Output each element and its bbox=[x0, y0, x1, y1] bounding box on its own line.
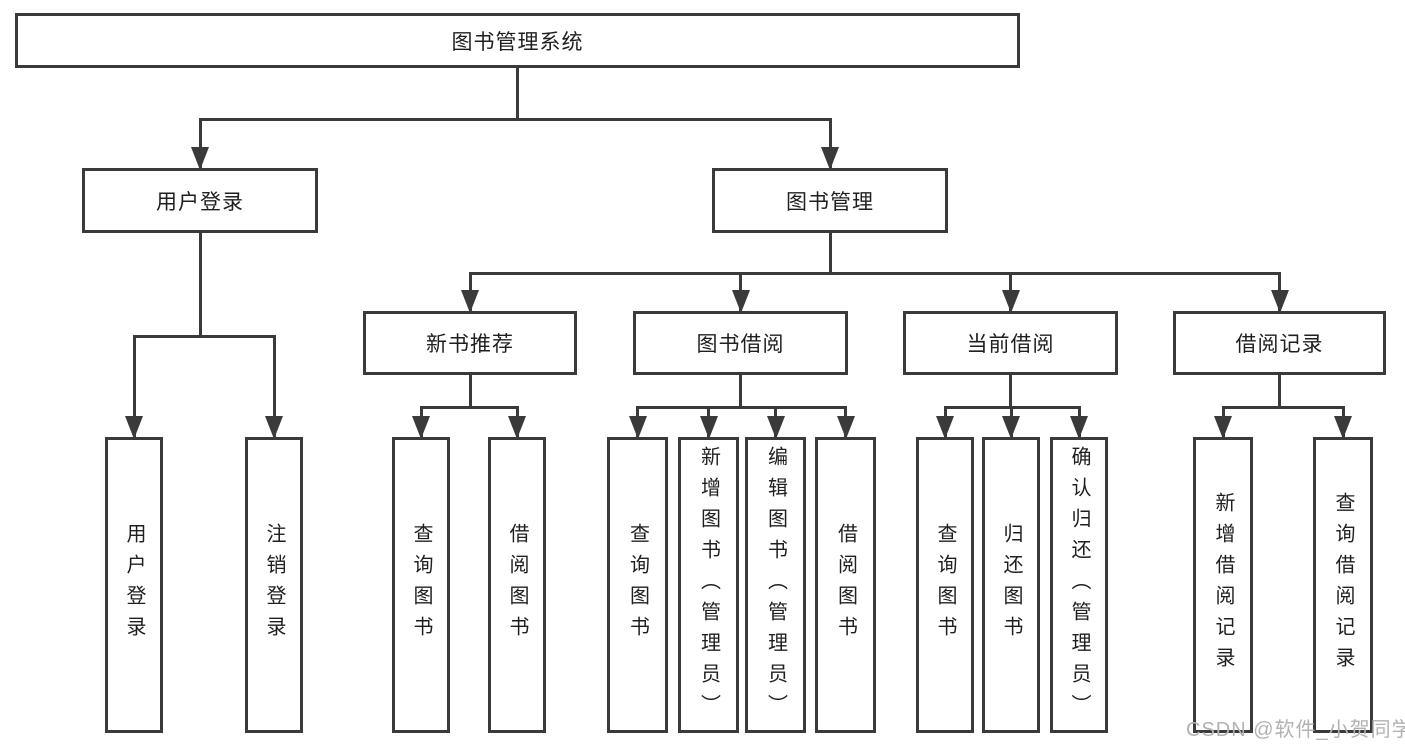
current-borrowing-arrow-down-icon bbox=[1001, 290, 1020, 313]
node-label-bb-edit-books-admin: 编辑图书（管理员） bbox=[764, 445, 787, 725]
edge-drop-book-management bbox=[828, 118, 832, 168]
node-library-system: 图书管理系统 bbox=[15, 13, 1020, 68]
cb-query-books-arrow-down-icon bbox=[936, 416, 954, 439]
node-label-user-login: 用户登录 bbox=[156, 190, 244, 214]
node-br-add-record: 新增借阅记录 bbox=[1193, 437, 1253, 733]
node-borrowing-records: 借阅记录 bbox=[1173, 311, 1386, 375]
node-cb-confirm-return-admin: 确认归还（管理员） bbox=[1050, 437, 1108, 733]
edge-stem-borrowing-records bbox=[1278, 373, 1281, 409]
node-label-current-borrowing: 当前借阅 bbox=[966, 333, 1055, 356]
node-label-br-add-record: 新增借阅记录 bbox=[1212, 492, 1234, 678]
node-label-logout-login: 注销登录 bbox=[263, 523, 285, 647]
cb-confirm-return-admin-arrow-down-icon bbox=[1070, 416, 1088, 439]
logout-login-arrow-down-icon bbox=[265, 416, 283, 439]
book-borrowing-arrow-down-icon bbox=[731, 290, 750, 313]
edge-bus-user-login bbox=[132, 335, 276, 338]
br-query-record-arrow-down-icon bbox=[1334, 416, 1352, 439]
bb-query-books-arrow-down-icon bbox=[628, 416, 647, 439]
edge-stem-book-borrowing bbox=[739, 373, 742, 409]
node-label-borrowing-records: 借阅记录 bbox=[1235, 333, 1324, 356]
nbr-query-books-arrow-down-icon bbox=[412, 416, 430, 439]
node-book-borrowing: 图书借阅 bbox=[633, 311, 848, 375]
node-book-management: 图书管理 bbox=[712, 168, 948, 233]
edge-drop-logout-login bbox=[272, 335, 276, 437]
node-cb-query-books: 查询图书 bbox=[916, 437, 974, 733]
new-book-recommend-arrow-down-icon bbox=[461, 290, 479, 313]
edge-drop-do-user-login bbox=[132, 335, 136, 437]
edge-bus-borrowing-records bbox=[1221, 406, 1345, 409]
node-label-nbr-borrow-books: 借阅图书 bbox=[506, 523, 528, 647]
node-label-book-borrowing: 图书借阅 bbox=[696, 333, 785, 356]
node-br-query-record: 查询借阅记录 bbox=[1313, 437, 1373, 733]
edge-drop-user-login bbox=[198, 118, 202, 168]
node-bb-borrow-books: 借阅图书 bbox=[815, 437, 876, 733]
do-user-login-arrow-down-icon bbox=[125, 416, 143, 439]
edge-stem-library-system bbox=[516, 66, 519, 121]
node-cb-return-books: 归还图书 bbox=[982, 437, 1040, 733]
node-logout-login: 注销登录 bbox=[245, 437, 303, 733]
bb-borrow-books-arrow-down-icon bbox=[836, 416, 855, 439]
node-bb-edit-books-admin: 编辑图书（管理员） bbox=[745, 437, 806, 733]
node-label-cb-query-books: 查询图书 bbox=[934, 523, 956, 647]
node-label-bb-borrow-books: 借阅图书 bbox=[834, 523, 857, 647]
node-label-bb-add-books-admin: 新增图书（管理员） bbox=[697, 445, 720, 725]
node-bb-add-books-admin: 新增图书（管理员） bbox=[678, 437, 739, 733]
node-label-cb-return-books: 归还图书 bbox=[1000, 523, 1022, 647]
edge-stem-new-book-recommend bbox=[468, 373, 472, 409]
cb-return-books-arrow-down-icon bbox=[1002, 416, 1020, 439]
node-label-library-system: 图书管理系统 bbox=[451, 30, 584, 54]
node-nbr-borrow-books: 借阅图书 bbox=[488, 437, 546, 733]
edge-stem-current-borrowing bbox=[1009, 373, 1012, 409]
node-label-bb-query-books: 查询图书 bbox=[626, 523, 649, 647]
node-label-nbr-query-books: 查询图书 bbox=[410, 523, 432, 647]
bb-edit-books-admin-arrow-down-icon bbox=[766, 416, 785, 439]
node-bb-query-books: 查询图书 bbox=[607, 437, 668, 733]
node-label-book-management: 图书管理 bbox=[786, 190, 874, 214]
user-login-arrow-down-icon bbox=[191, 147, 209, 170]
node-label-new-book-recommend: 新书推荐 bbox=[426, 333, 514, 356]
edge-bus-library-system bbox=[198, 118, 832, 121]
node-nbr-query-books: 查询图书 bbox=[392, 437, 450, 733]
node-current-borrowing: 当前借阅 bbox=[903, 311, 1118, 375]
edge-stem-user-login bbox=[198, 231, 202, 338]
node-new-book-recommend: 新书推荐 bbox=[363, 311, 577, 375]
borrowing-records-arrow-down-icon bbox=[1270, 290, 1289, 313]
node-label-cb-confirm-return-admin: 确认归还（管理员） bbox=[1068, 445, 1090, 725]
node-do-user-login: 用户登录 bbox=[105, 437, 163, 733]
nbr-borrow-books-arrow-down-icon bbox=[508, 416, 526, 439]
edge-stem-book-management bbox=[828, 231, 832, 275]
edge-bus-new-book-recommend bbox=[419, 406, 519, 409]
node-label-br-query-record: 查询借阅记录 bbox=[1332, 492, 1354, 678]
node-user-login: 用户登录 bbox=[82, 168, 318, 233]
edge-bus-book-borrowing bbox=[636, 406, 847, 409]
node-label-do-user-login: 用户登录 bbox=[123, 523, 145, 647]
br-add-record-arrow-down-icon bbox=[1214, 416, 1232, 439]
book-management-arrow-down-icon bbox=[821, 147, 839, 170]
bb-add-books-admin-arrow-down-icon bbox=[699, 416, 718, 439]
edge-bus-book-management bbox=[468, 272, 1281, 275]
csdn-watermark: CSDN @软件_小贺同学 bbox=[1186, 719, 1405, 741]
